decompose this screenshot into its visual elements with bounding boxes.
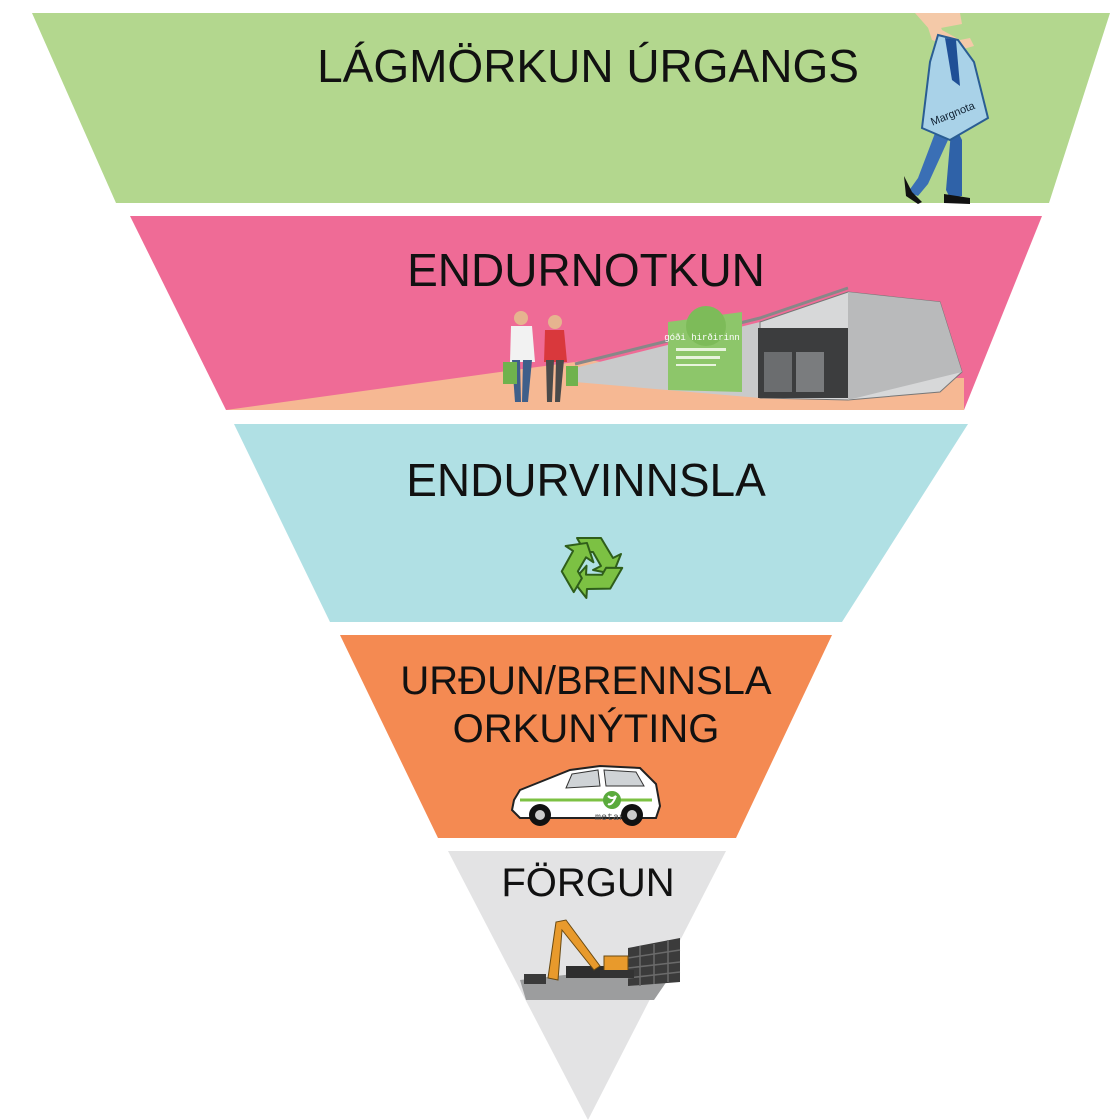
tier-reuse: ENDURNOTKUN góði hirðirinn — [130, 216, 1042, 410]
tier-1-band — [32, 13, 1110, 203]
tier-4-band — [340, 635, 832, 838]
tier-disposal: FÖRGUN — [448, 851, 726, 1120]
tier-2-label: ENDURNOTKUN — [407, 244, 765, 296]
tier-recycling: ENDURVINNSLA — [234, 424, 968, 622]
tier-1-label: LÁGMÖRKUN ÚRGANGS — [317, 40, 859, 92]
second-hand-store-icon: góði hirðirinn — [226, 286, 964, 410]
tier-3-band — [234, 424, 968, 622]
shopping-bag-person-icon: Margnota — [904, 13, 990, 204]
recycle-icon — [560, 537, 624, 599]
methane-car-icon: metan — [510, 764, 662, 826]
tier-4-label-line-2: ORKUNÝTING — [453, 706, 720, 751]
tier-4-label-line-1: URÐUN/BRENNSLA — [400, 659, 771, 703]
tier-waste-reduction: LÁGMÖRKUN ÚRGANGS Margnota — [32, 13, 1110, 204]
tier-3-label: ENDURVINNSLA — [406, 454, 766, 506]
store-sign-text: góði hirðirinn — [664, 332, 740, 343]
excavator-landfill-icon — [520, 919, 681, 1000]
tier-5-label: FÖRGUN — [501, 861, 674, 905]
tier-landfill-incineration: URÐUN/BRENNSLA ORKUNÝTING metan — [340, 635, 832, 838]
car-text: metan — [595, 813, 625, 824]
